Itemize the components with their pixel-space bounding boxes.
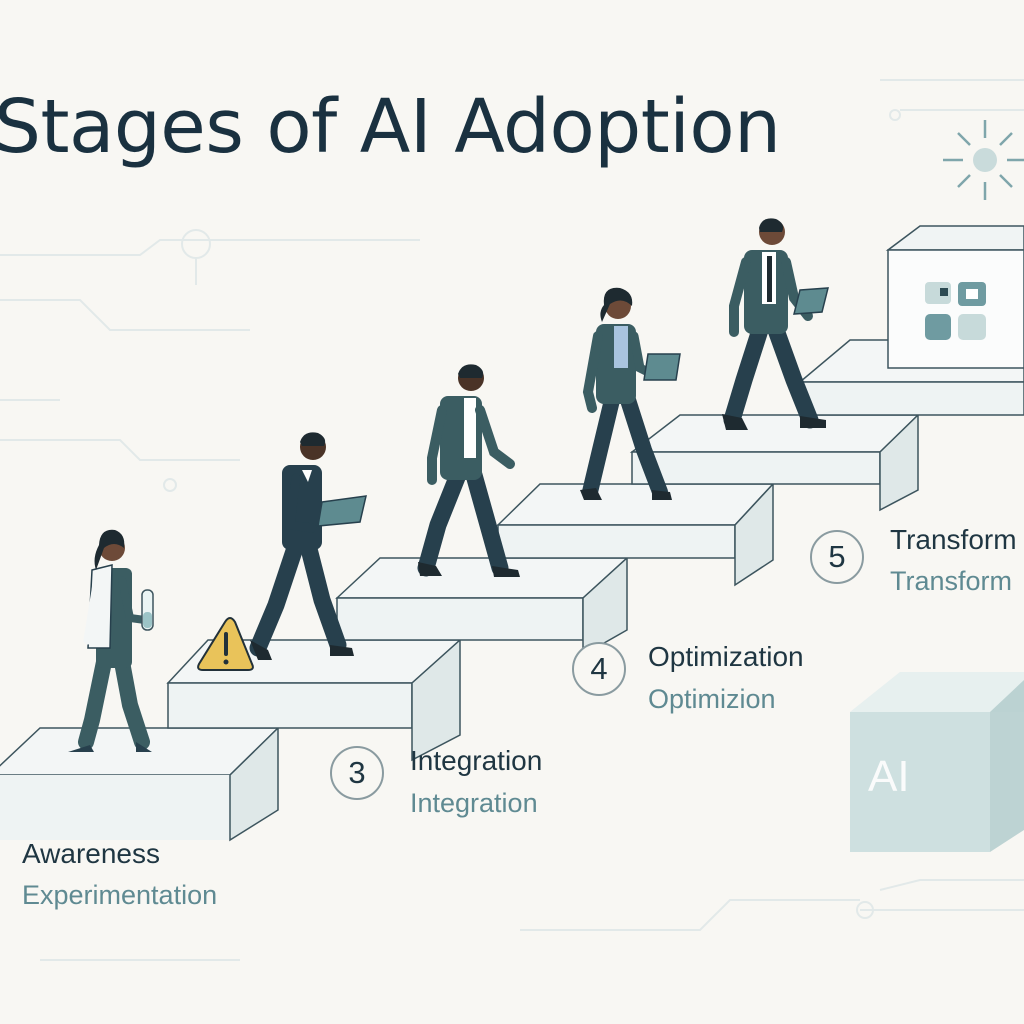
stage-subtitle: Experimentation xyxy=(22,880,218,910)
person-2 xyxy=(249,432,367,660)
ai-cube-label: AI xyxy=(868,752,910,801)
stair-step-3 xyxy=(335,556,629,657)
circuit-lines xyxy=(0,79,1024,961)
stair-step-4 xyxy=(496,482,775,587)
stage-number-badge: 3 xyxy=(330,746,384,800)
person-4 xyxy=(580,287,681,500)
stage-name: Integration xyxy=(410,745,543,776)
warning-icon xyxy=(197,617,254,671)
stage-subtitle: Integration xyxy=(410,788,538,818)
stage-subtitle: Transform xyxy=(890,566,1013,596)
stage-number-badge: 5 xyxy=(810,530,864,584)
person-1 xyxy=(68,529,154,752)
person-3 xyxy=(417,364,520,577)
stage-name: Transform xyxy=(890,524,1017,555)
stair-step-5 xyxy=(629,413,920,512)
test-tube-icon xyxy=(141,589,154,631)
sun-icon xyxy=(943,120,1024,200)
ai-cube-icon xyxy=(850,672,1024,852)
laptop-icon xyxy=(317,495,367,527)
stair-step-2 xyxy=(166,638,462,762)
stage-number-badge: 4 xyxy=(572,642,626,696)
stage-name: Awareness xyxy=(22,838,161,869)
page-title: Stages of AI Adoption xyxy=(0,84,781,170)
dashboard-box-icon xyxy=(885,225,1024,369)
person-5 xyxy=(722,218,829,430)
stage-name: Optimization xyxy=(648,641,804,672)
stage-subtitle: Optimizion xyxy=(648,684,776,714)
